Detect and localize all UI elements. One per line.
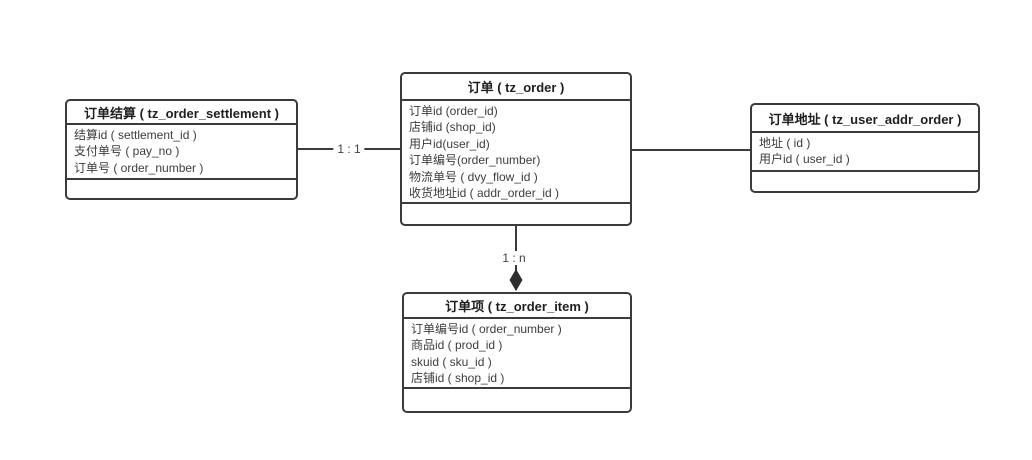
entity-fields: 结算id ( settlement_id ) 支付单号 ( pay_no ) 订… <box>67 125 296 178</box>
field-row: 订单号 ( order_number ) <box>74 160 204 175</box>
entity-empty-section <box>752 170 978 191</box>
entity-title: 订单项 ( tz_order_item ) <box>404 294 630 319</box>
field-row: 支付单号 ( pay_no ) <box>74 144 180 159</box>
diamond-arrowhead-icon <box>509 269 523 291</box>
entity-empty-section <box>404 387 630 411</box>
entity-title: 订单地址 ( tz_user_addr_order ) <box>752 105 978 133</box>
entity-order-settlement[interactable]: 订单结算 ( tz_order_settlement ) 结算id ( sett… <box>65 99 298 200</box>
field-row: 用户id ( user_id ) <box>759 152 850 167</box>
relation-label-one-to-one: 1 : 1 <box>333 142 365 156</box>
field-row: 用户id(user_id) <box>409 136 490 151</box>
entity-empty-section <box>402 202 630 224</box>
entity-fields: 订单id (order_id) 店铺id (shop_id) 用户id(user… <box>402 101 630 202</box>
entity-order-item[interactable]: 订单项 ( tz_order_item ) 订单编号id ( order_num… <box>402 292 632 413</box>
field-row: 店铺id ( shop_id ) <box>411 371 505 386</box>
field-row: 物流单号 ( dvy_flow_id ) <box>409 169 538 184</box>
field-row: 商品id ( prod_id ) <box>411 338 503 353</box>
field-row: skuid ( sku_id ) <box>411 354 492 369</box>
field-row: 结算id ( settlement_id ) <box>74 128 197 142</box>
field-row: 地址 ( id ) <box>759 136 811 150</box>
field-row: 订单编号id ( order_number ) <box>411 322 562 336</box>
entity-fields: 订单编号id ( order_number ) 商品id ( prod_id )… <box>404 319 630 387</box>
entity-empty-section <box>67 178 296 198</box>
field-row: 订单id (order_id) <box>409 104 498 118</box>
field-row: 收货地址id ( addr_order_id ) <box>409 186 560 201</box>
entity-fields: 地址 ( id ) 用户id ( user_id ) <box>752 133 978 170</box>
entity-title: 订单结算 ( tz_order_settlement ) <box>67 101 296 125</box>
entity-title: 订单 ( tz_order ) <box>402 74 630 101</box>
entity-order[interactable]: 订单 ( tz_order ) 订单id (order_id) 店铺id (sh… <box>400 72 632 226</box>
field-row: 订单编号(order_number) <box>409 153 541 168</box>
field-row: 店铺id (shop_id) <box>409 120 496 135</box>
entity-user-addr-order[interactable]: 订单地址 ( tz_user_addr_order ) 地址 ( id ) 用户… <box>750 103 980 193</box>
relation-label-one-to-n: 1 : n <box>498 251 530 265</box>
